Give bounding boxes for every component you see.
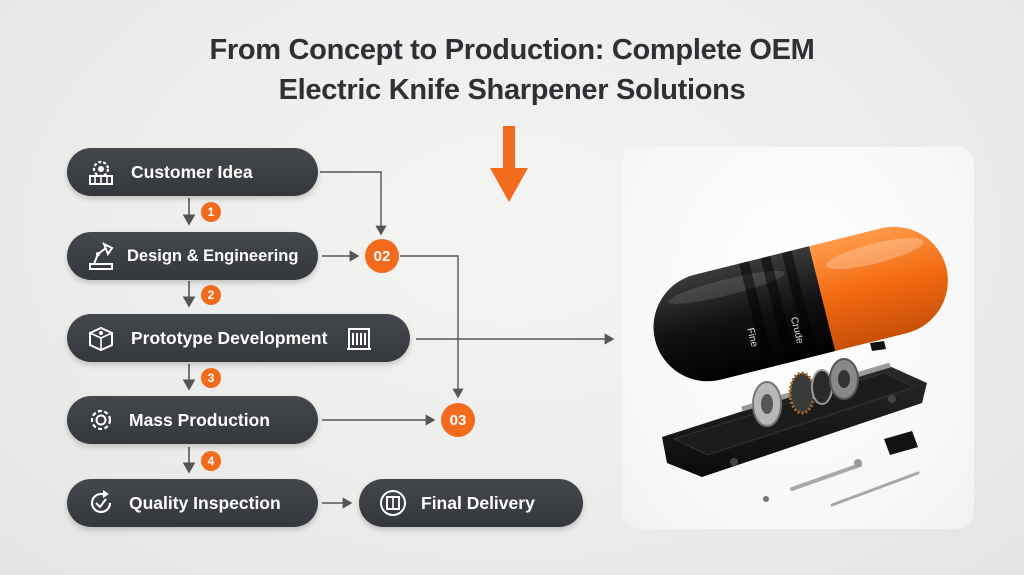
connector-idea-to-02 xyxy=(320,171,387,236)
title-line-1: From Concept to Production: Complete OEM xyxy=(209,34,815,66)
step-badge-3: 3 xyxy=(201,368,221,388)
step-badge-4: 4 xyxy=(201,451,221,471)
step-badge-1: 1 xyxy=(201,202,221,222)
fine-slot-label: Fine xyxy=(744,327,759,349)
title-line-2: Electric Knife Sharpener Solutions xyxy=(278,74,746,106)
delivery-box-icon xyxy=(373,483,413,523)
big-down-arrow-icon xyxy=(490,126,528,202)
stage-label: Design & Engineering xyxy=(127,246,299,265)
stage-customer-idea: Customer Idea xyxy=(67,148,318,196)
factory-building-icon xyxy=(339,318,379,358)
3d-printer-icon xyxy=(81,318,121,358)
step-badge-2: 2 xyxy=(201,285,221,305)
page-title: From Concept to Production: Complete OEM… xyxy=(0,30,1024,110)
stage-design-engineering: Design & Engineering xyxy=(67,232,318,280)
stage-label: Quality Inspection xyxy=(129,492,281,513)
stage-final-delivery: Final Delivery xyxy=(359,479,583,527)
milestone-02: 02 xyxy=(365,239,399,273)
stage-label: Final Delivery xyxy=(421,492,535,513)
gear-icon xyxy=(81,400,121,440)
drafting-lamp-icon xyxy=(81,236,121,276)
stage-prototype-development: Prototype Development xyxy=(67,314,410,362)
milestone-03: 03 xyxy=(441,403,475,437)
knife-sharpener-illustration: Fine Crude xyxy=(653,226,948,507)
stage-label: Customer Idea xyxy=(131,161,253,182)
product-panel: Fine Crude xyxy=(622,147,974,529)
stage-mass-production: Mass Production xyxy=(67,396,318,444)
stage-quality-inspection: Quality Inspection xyxy=(67,479,318,527)
gear-factory-icon xyxy=(81,152,121,192)
refresh-check-icon xyxy=(81,483,121,523)
stage-label: Mass Production xyxy=(129,409,270,430)
stage-label: Prototype Development xyxy=(131,327,328,348)
connector-02-to-03 xyxy=(400,255,464,399)
